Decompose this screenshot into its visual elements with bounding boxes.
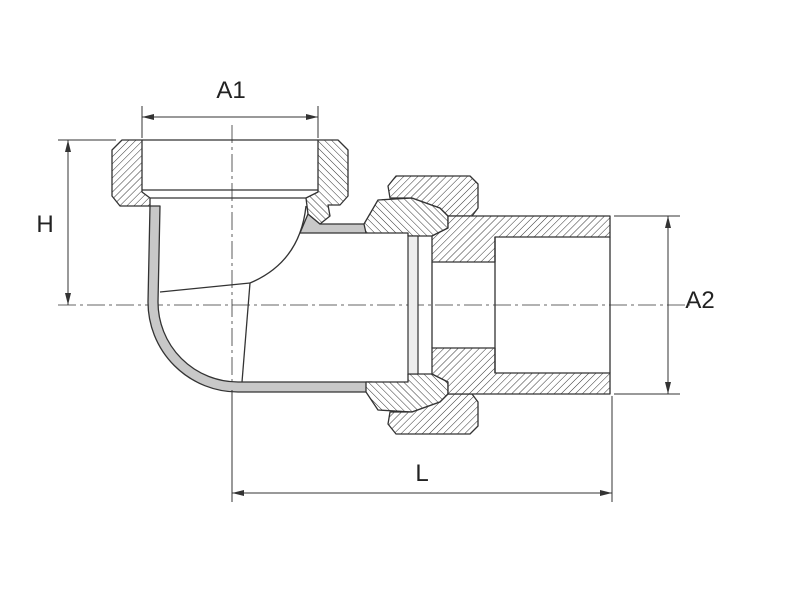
top-socket [111,139,349,225]
h-arrow-top [65,140,71,152]
male-tail-top [431,215,611,263]
elbow-outer-wall [147,205,373,393]
dimension-l: L [231,390,613,502]
horizontal-top-wall [299,213,367,234]
a1-arrow-right [306,114,318,120]
l-arrow-right [600,490,612,496]
socket-right-flank [305,139,349,225]
union-assembly [363,175,611,435]
dimension-label-a2: A2 [685,287,714,314]
seal-face [407,235,419,375]
casting-line-horizontal [159,282,251,293]
dimension-h: H [36,139,116,305]
male-tail-bottom [431,347,611,395]
h-arrow-bottom [65,293,71,305]
dimension-label-l: L [415,460,428,487]
a2-arrow-bottom [665,382,671,394]
l-arrow-left [232,490,244,496]
dimension-a2: A2 [614,215,715,395]
dimension-label-h: H [36,211,53,238]
inner-corner-curve [249,205,307,284]
centerlines [58,125,690,390]
socket-left-flank [111,139,151,207]
union-nut-bottom [387,393,479,435]
dimension-label-a1: A1 [216,77,245,104]
dimension-a1: A1 [141,77,319,138]
a2-arrow-top [665,216,671,228]
a1-arrow-left [142,114,154,120]
elbow-body [147,205,373,393]
casting-line-vertical [241,282,251,383]
